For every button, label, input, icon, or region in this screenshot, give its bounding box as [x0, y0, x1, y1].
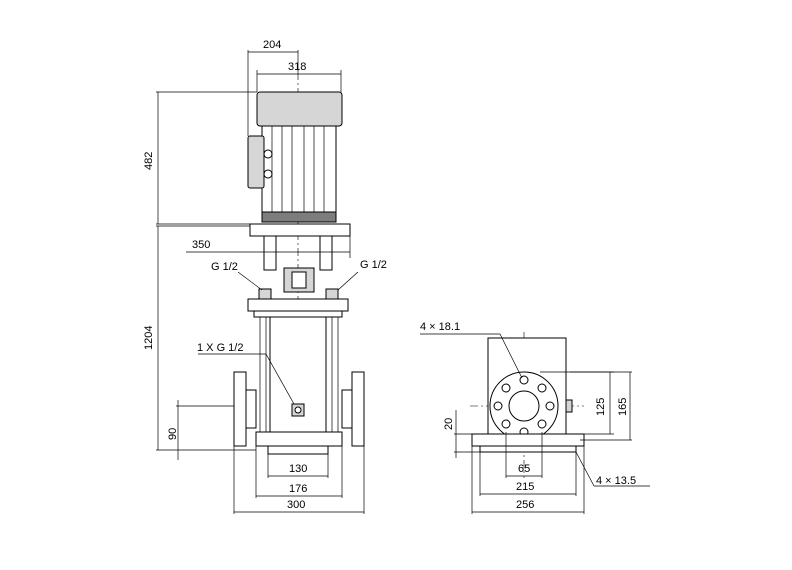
side-base: [471, 433, 585, 447]
dim-300: 300: [287, 499, 305, 511]
front-view: [233, 72, 365, 455]
dim-215: 215: [516, 481, 534, 493]
dim-350: 350: [192, 239, 210, 251]
base-foot: [267, 445, 329, 455]
outlet-flange: [351, 371, 365, 447]
outlet-pipe: [341, 389, 353, 429]
coupling-core: [291, 271, 307, 289]
dim-90: 90: [167, 428, 179, 440]
pump-base: [255, 431, 343, 447]
motor-stool-flange: [249, 223, 351, 237]
inlet-flange: [233, 371, 247, 447]
dim-482: 482: [143, 152, 155, 170]
label-g-left: G 1/2: [211, 261, 238, 273]
motor-cap: [256, 91, 343, 127]
dim-176: 176: [289, 483, 307, 495]
side-drain-plug: [565, 399, 573, 413]
motor-base-ring: [261, 211, 337, 223]
coupling-left: [263, 235, 277, 271]
label-holes-bottom: 4 × 13.5: [596, 475, 636, 487]
motor-body: [261, 125, 337, 213]
vent-plug-left: [258, 288, 272, 300]
dim-20: 20: [443, 418, 455, 430]
pump-head-lower: [253, 310, 343, 318]
dim-130: 130: [289, 463, 307, 475]
side-flange-bore: [508, 390, 540, 422]
dim-125: 125: [595, 398, 607, 416]
side-dimensions: 4 × 18.1 125 165 20 65 215 256 4 ×: [420, 321, 650, 514]
front-dimensions: 204 318 482 1204 90 350 G 1/2 G 1/2 1 X …: [143, 39, 387, 514]
label-g-right: G 1/2: [360, 259, 387, 271]
terminal-screw-top: [263, 149, 273, 159]
terminal-box: [247, 135, 265, 189]
terminal-screw-bottom: [263, 169, 273, 179]
drain-plug-hole: [294, 406, 302, 414]
side-bolt-holes: [493, 375, 555, 437]
dim-1204: 1204: [143, 326, 155, 350]
pump-head: [247, 298, 349, 312]
dim-204: 204: [263, 39, 281, 51]
dim-318: 318: [288, 61, 306, 73]
label-holes-top: 4 × 18.1: [420, 321, 460, 333]
vent-plug-right: [325, 288, 339, 300]
dim-256: 256: [516, 499, 534, 511]
dim-65: 65: [518, 463, 530, 475]
dim-165: 165: [617, 398, 629, 416]
motor-fins: [271, 126, 325, 212]
inlet-pipe: [245, 389, 257, 429]
side-base-foot: [479, 445, 577, 453]
coupling-right: [319, 235, 333, 271]
label-drain: 1 X G 1/2: [197, 342, 243, 354]
side-view: [470, 332, 585, 478]
